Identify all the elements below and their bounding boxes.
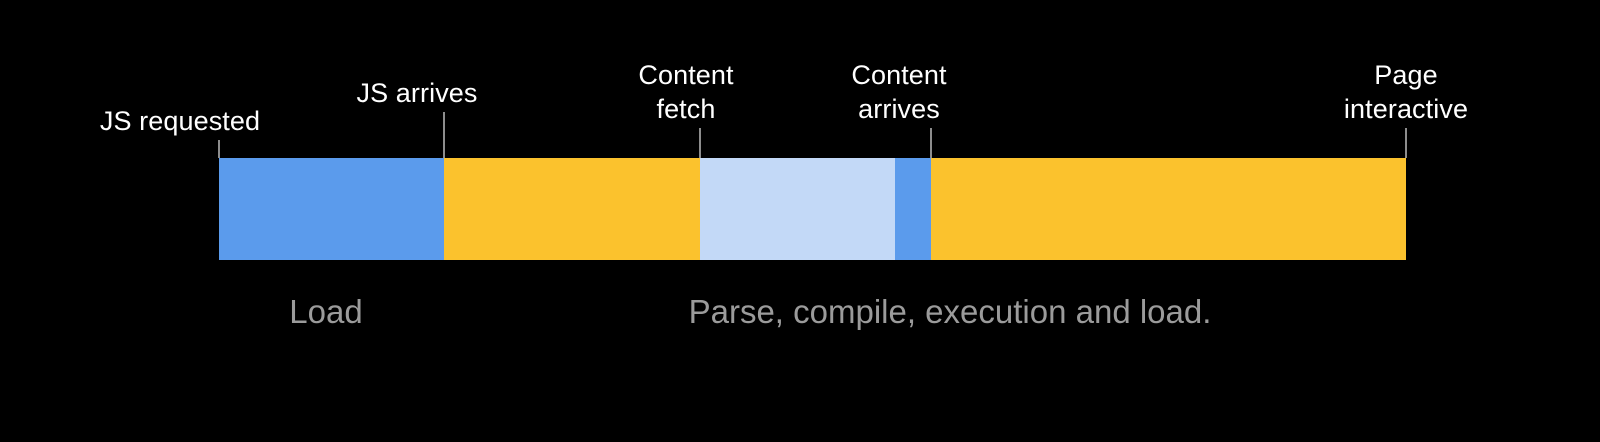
marker-label-js-arrives: JS arrives bbox=[356, 76, 477, 110]
tick-page-interactive bbox=[1405, 128, 1407, 158]
marker-label-line: fetch bbox=[656, 94, 716, 124]
marker-label-line: interactive bbox=[1343, 94, 1469, 124]
bar-segment-content-execution bbox=[931, 158, 1406, 260]
marker-label-line: Content bbox=[851, 60, 947, 90]
bar-segment-js-parse-compile bbox=[444, 158, 700, 260]
tick-content-fetch bbox=[699, 128, 701, 158]
phase-caption-load-phase: Load bbox=[289, 293, 363, 330]
bar-segment-content-fetch-wait bbox=[700, 158, 895, 260]
marker-label-page-interactive: Page interactive bbox=[1344, 58, 1468, 126]
marker-label-line: Content bbox=[638, 60, 734, 90]
marker-label-js-requested: JS requested bbox=[100, 104, 260, 138]
tick-js-arrives bbox=[443, 112, 445, 158]
marker-label-content-fetch: Content fetch bbox=[638, 58, 733, 126]
timeline-bar bbox=[219, 158, 1406, 260]
marker-label-line: Page bbox=[1374, 60, 1438, 90]
tick-content-arrives bbox=[930, 128, 932, 158]
tick-js-requested bbox=[218, 140, 220, 158]
bar-segment-js-download bbox=[219, 158, 444, 260]
marker-label-line: JS arrives bbox=[356, 78, 478, 108]
marker-label-content-arrives: Content arrives bbox=[851, 58, 946, 126]
marker-label-line: JS requested bbox=[99, 106, 261, 136]
marker-label-line: arrives bbox=[858, 94, 940, 124]
bar-segment-content-download bbox=[895, 158, 931, 260]
phase-caption-parse-execute-phase: Parse, compile, execution and load. bbox=[688, 293, 1212, 330]
